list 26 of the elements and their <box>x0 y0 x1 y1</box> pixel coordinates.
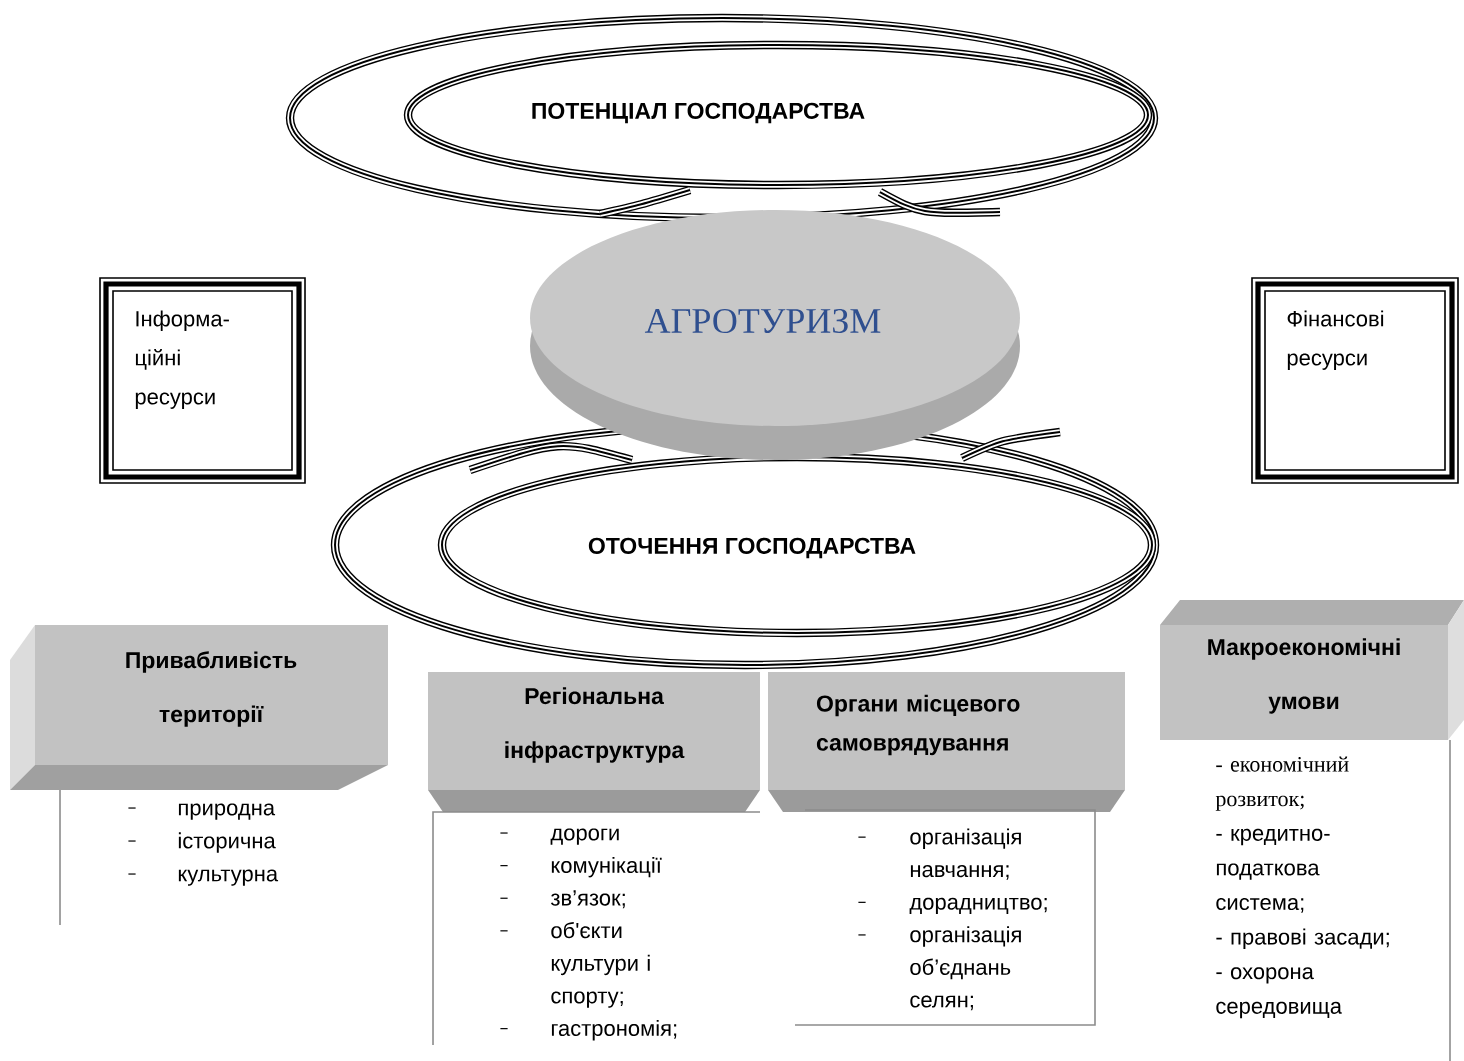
beveled-box: Макроекономічні умови <box>1160 600 1464 740</box>
list-item: дороги <box>550 828 619 845</box>
list-item: історична <box>178 832 276 853</box>
beveled-box: Регіональна інфраструктура <box>428 672 760 812</box>
list-item: культурна <box>178 869 279 886</box>
list-item: об'єкти культури і спорту; <box>551 921 650 1008</box>
list-panel <box>794 809 1096 1026</box>
list-item: - правові засади; <box>1216 928 1389 949</box>
list-item: організація навчання; <box>910 828 1021 880</box>
list-item: зв’язок; <box>550 890 625 909</box>
list-item: - економічний розвиток; <box>1215 756 1349 811</box>
framed-box: Інформа-ційні ресурси <box>99 277 306 484</box>
list-panel <box>59 789 279 926</box>
list-item: гастрономія; <box>551 1019 677 1041</box>
beveled-box: Привабливість території <box>10 625 388 790</box>
list-item: комунікації <box>551 856 662 878</box>
beveled-box: Органи місцевого самоврядування <box>768 672 1125 812</box>
list-item: - кредитно-податкова система; <box>1216 828 1330 913</box>
framed-box: Фінансові ресурси <box>1251 277 1459 484</box>
list-item: природна <box>178 803 276 820</box>
list-item: дорадництво; <box>909 897 1047 915</box>
list-panel <box>432 811 761 1046</box>
list-item: організація об’єднань селян; <box>910 926 1021 1011</box>
list-item: - охорона середовища <box>1216 967 1342 1019</box>
list-panel <box>1215 739 1451 1061</box>
ellipse-disc: АГРОТУРИЗМ <box>530 210 1020 460</box>
